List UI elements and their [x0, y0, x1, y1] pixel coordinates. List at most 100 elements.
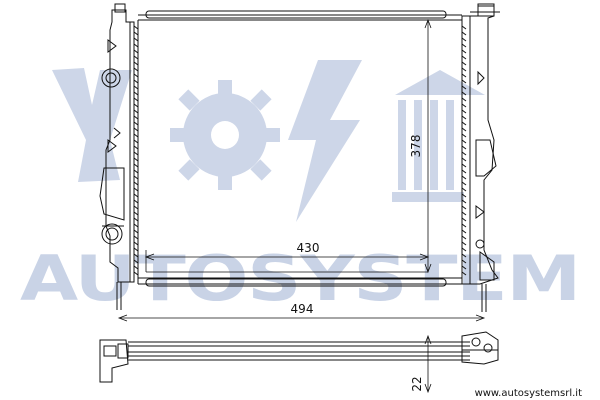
- fin-tick: [133, 259, 139, 264]
- watermark-lightning-icon: [288, 60, 362, 222]
- fin-tick: [133, 199, 139, 204]
- fin-tick: [133, 229, 139, 234]
- fin-tick: [461, 139, 467, 144]
- left-tank: [99, 3, 139, 310]
- fin-tick: [133, 37, 139, 42]
- fin-tick: [133, 193, 139, 198]
- fin-tick: [133, 157, 139, 162]
- dimension-lines: [117, 18, 486, 394]
- fin-tick: [133, 139, 139, 144]
- fin-tick: [461, 223, 467, 228]
- fin-tick: [133, 25, 139, 30]
- fin-tick: [461, 151, 467, 156]
- fin-tick: [461, 103, 467, 108]
- fin-tick: [461, 37, 467, 42]
- fin-tick: [133, 115, 139, 120]
- fin-tick: [461, 199, 467, 204]
- fin-tick: [133, 133, 139, 138]
- fin-tick: [461, 271, 467, 276]
- fin-tick: [133, 55, 139, 60]
- fin-tick: [461, 49, 467, 54]
- fin-tick: [461, 25, 467, 30]
- watermark-gear-icon: [170, 80, 280, 190]
- fin-tick: [461, 229, 467, 234]
- watermark-figure-shape: [52, 68, 132, 182]
- fin-tick: [133, 187, 139, 192]
- fin-tick: [461, 259, 467, 264]
- arrow-down-icon: [424, 383, 432, 394]
- website-label: www.autosystemsrl.it: [475, 388, 583, 399]
- radiator-front-view: [99, 3, 500, 312]
- fin-tick: [133, 85, 139, 90]
- fin-tick: [133, 121, 139, 126]
- fin-tick: [133, 253, 139, 258]
- arrow-up-icon: [424, 18, 432, 29]
- fin-tick: [461, 79, 467, 84]
- fin-tick: [461, 187, 467, 192]
- fin-tick: [133, 91, 139, 96]
- arrow-right-icon: [475, 314, 486, 322]
- fin-tick: [133, 247, 139, 252]
- fin-tick: [133, 265, 139, 270]
- fin-tick: [461, 133, 467, 138]
- fin-tick: [461, 127, 467, 132]
- fin-tick: [461, 193, 467, 198]
- fin-tick: [461, 169, 467, 174]
- fin-tick: [461, 73, 467, 78]
- fin-tick: [461, 55, 467, 60]
- fin-tick: [133, 271, 139, 276]
- fin-tick: [461, 217, 467, 222]
- fin-tick: [133, 49, 139, 54]
- thickness-label: 22: [410, 376, 424, 391]
- overall-width-label: 494: [291, 302, 314, 316]
- fin-tick: [133, 97, 139, 102]
- fin-tick: [461, 67, 467, 72]
- fin-tick: [461, 157, 467, 162]
- fin-tick: [133, 241, 139, 246]
- fin-tick: [133, 67, 139, 72]
- arrow-right-icon: [419, 253, 430, 261]
- fin-tick: [133, 31, 139, 36]
- fin-tick: [133, 211, 139, 216]
- fin-tick: [133, 217, 139, 222]
- fin-tick: [133, 103, 139, 108]
- fin-tick: [133, 61, 139, 66]
- fin-tick: [133, 169, 139, 174]
- fin-tick: [133, 205, 139, 210]
- fin-tick: [461, 145, 467, 150]
- fin-tick: [133, 151, 139, 156]
- fin-tick: [461, 205, 467, 210]
- fin-tick: [461, 121, 467, 126]
- fin-tick: [133, 181, 139, 186]
- arrow-left-icon: [117, 314, 128, 322]
- fin-tick: [461, 163, 467, 168]
- fin-tick: [461, 241, 467, 246]
- fin-tick: [133, 235, 139, 240]
- fin-tick: [461, 265, 467, 270]
- fin-tick: [133, 73, 139, 78]
- fin-tick: [461, 211, 467, 216]
- core-height-label: 378: [409, 135, 423, 158]
- fin-tick: [133, 163, 139, 168]
- fin-tick: [461, 109, 467, 114]
- radiator-side-view: [99, 331, 499, 383]
- watermark-temple-icon: [392, 70, 485, 202]
- fin-tick: [133, 145, 139, 150]
- watermark-logo: [52, 60, 485, 222]
- fin-tick: [461, 97, 467, 102]
- fin-tick: [133, 175, 139, 180]
- arrow-up-icon: [424, 334, 432, 345]
- fin-tick: [461, 91, 467, 96]
- fin-tick: [461, 43, 467, 48]
- fin-tick: [461, 115, 467, 120]
- fin-tick: [133, 109, 139, 114]
- fin-tick: [133, 223, 139, 228]
- fin-tick: [461, 247, 467, 252]
- fin-tick: [133, 79, 139, 84]
- fin-tick: [461, 253, 467, 258]
- core-fin-marks: [133, 25, 467, 276]
- fin-tick: [461, 235, 467, 240]
- fin-tick: [133, 127, 139, 132]
